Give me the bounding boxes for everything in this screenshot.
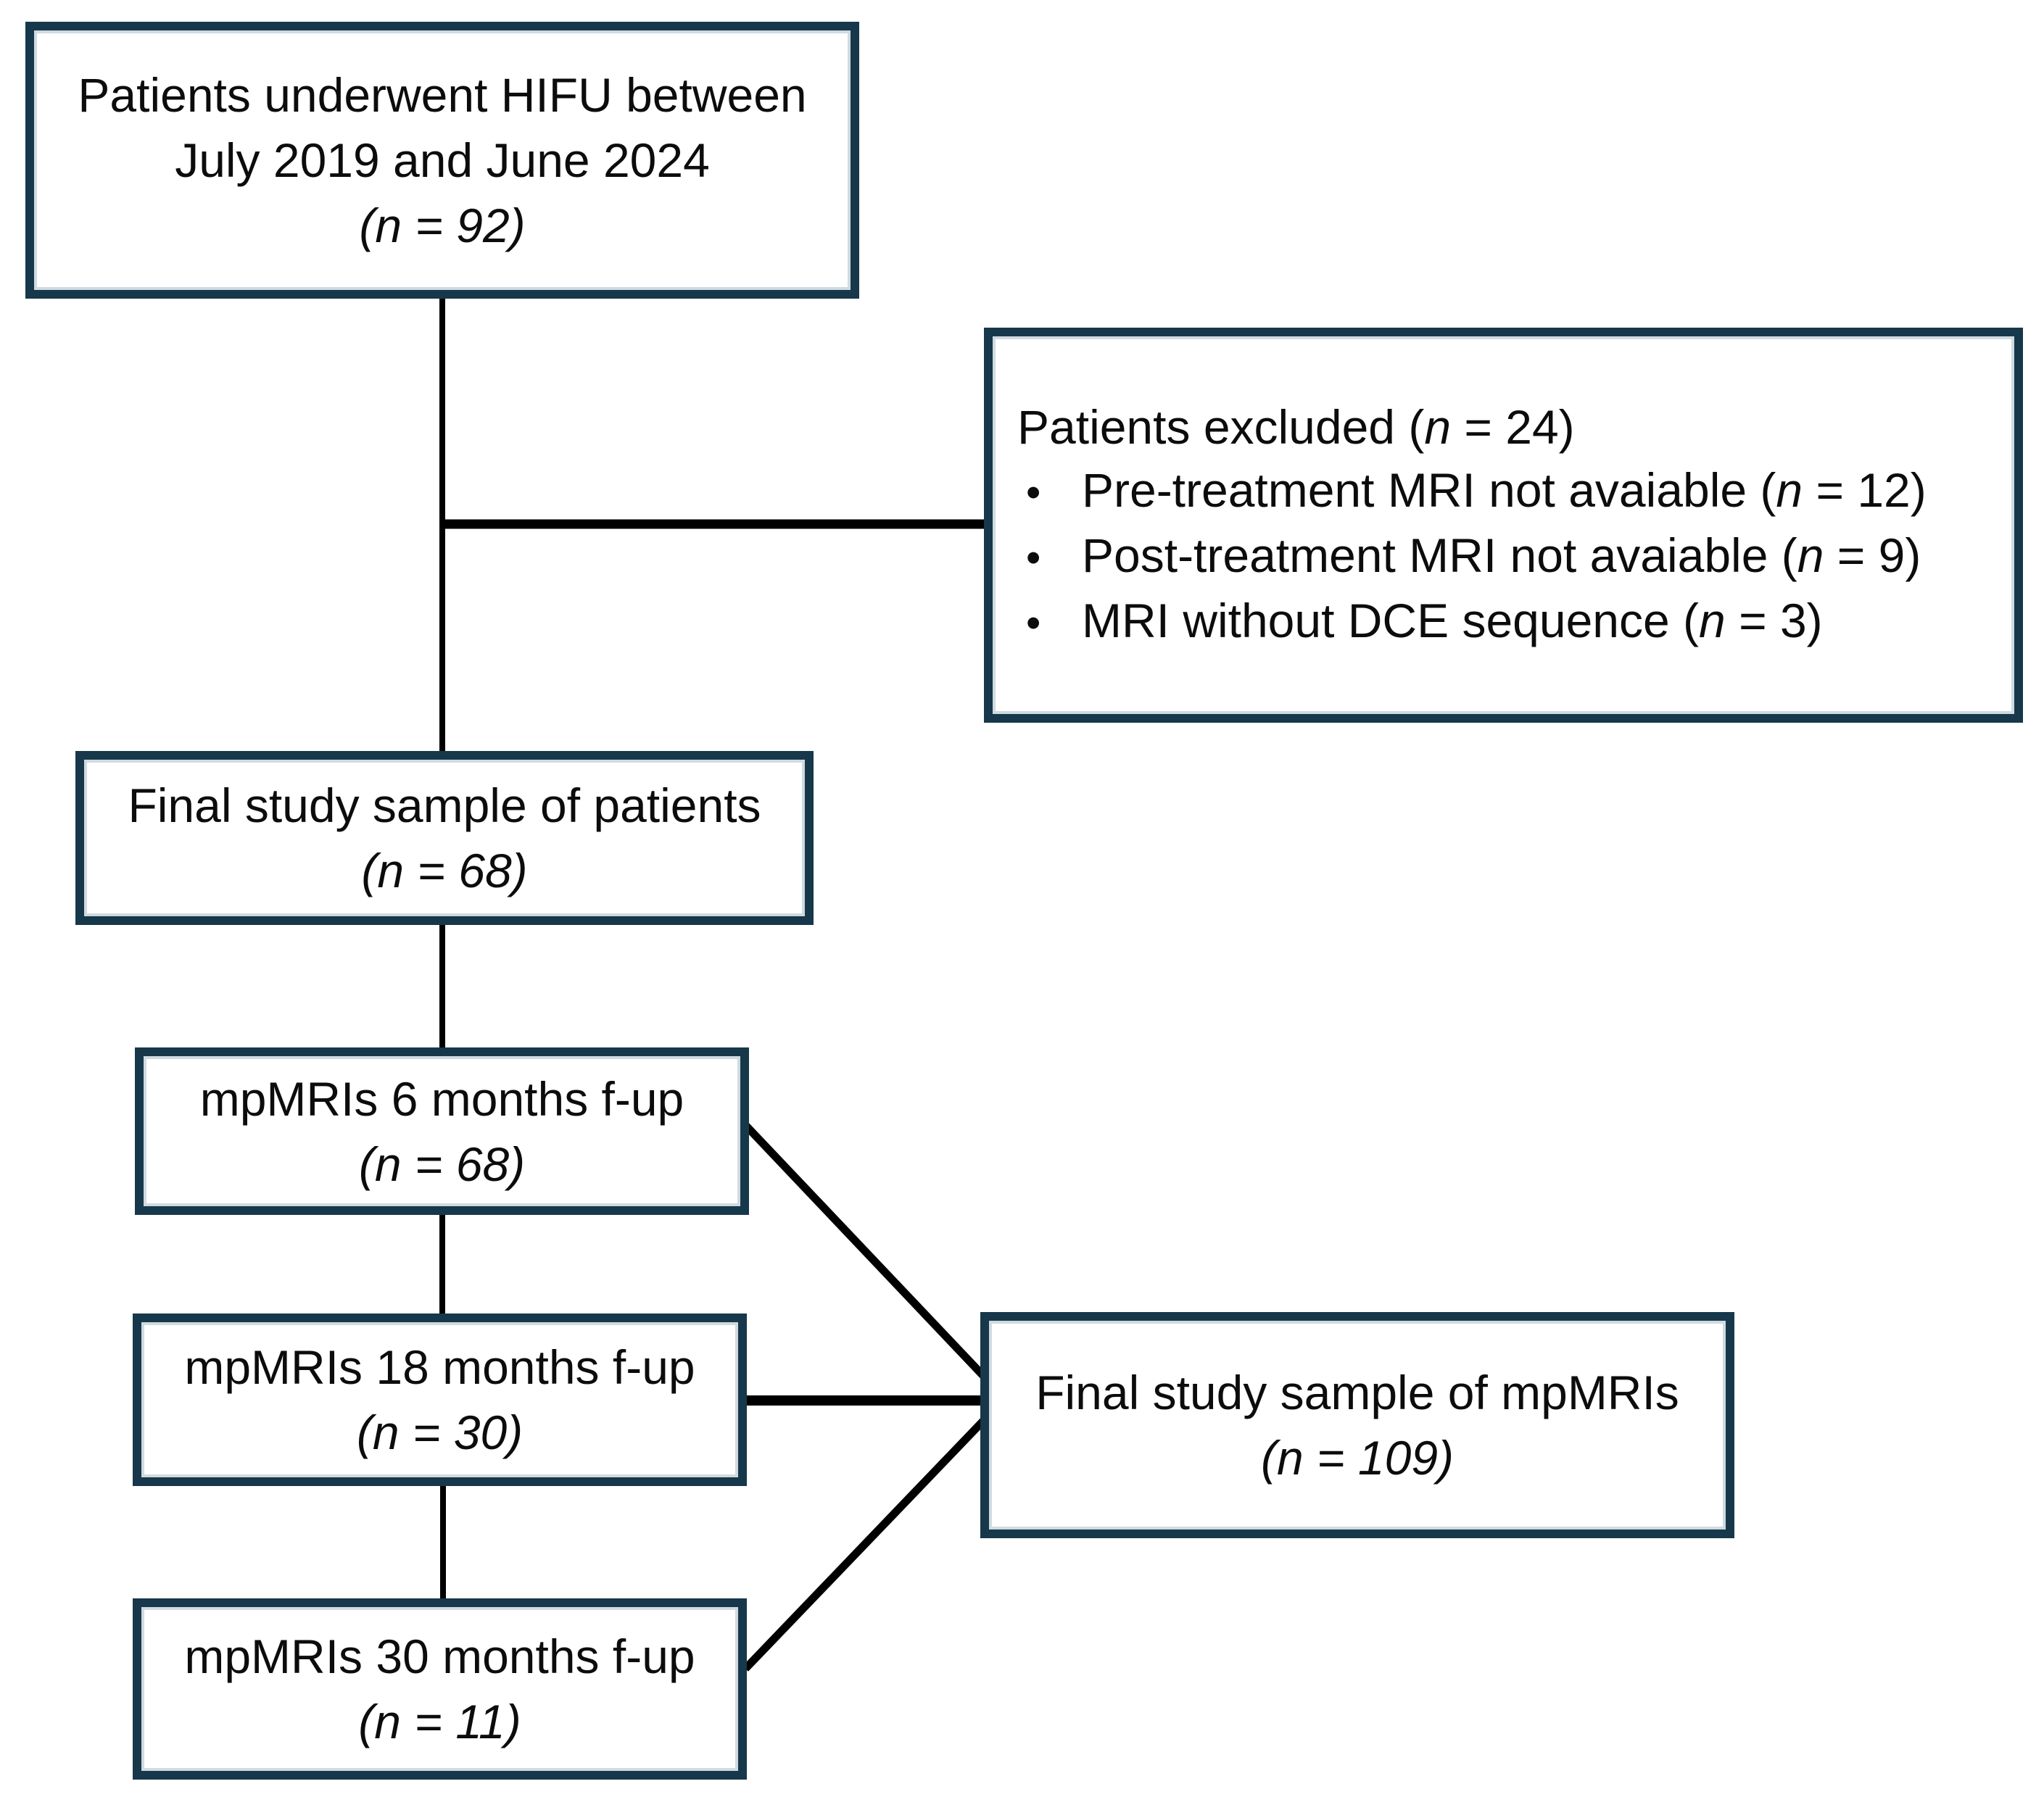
patients-line-1: Final study sample of patients [128, 779, 761, 832]
bullet-n-var: n [1797, 528, 1824, 582]
patients-count: (n = 68) [361, 844, 528, 897]
bullet-text: Post-treatment MRI not avaiable (n = 9) [1082, 524, 1921, 587]
box-final-study-sample-patients: Final study sample of patients (n = 68) [75, 751, 814, 925]
m18-line-1: mpMRIs 18 months f-up [184, 1340, 695, 1394]
box-mpmris-6-months: mpMRIs 6 months f-up (n = 68) [135, 1047, 749, 1215]
final-line-1: Final study sample of mpMRIs [1035, 1366, 1679, 1419]
bullet-text-pre: Pre-treatment MRI not avaiable ( [1082, 463, 1776, 517]
final-count: (n = 109) [1261, 1431, 1454, 1485]
bullet-icon: • [1026, 469, 1041, 516]
bullet-text-pre: MRI without DCE sequence ( [1082, 594, 1700, 647]
bullet-text-pre: Post-treatment MRI not avaiable ( [1082, 528, 1797, 582]
excluded-title: Patients excluded (n = 24) [1017, 396, 1575, 459]
excluded-title-n-var: n [1424, 400, 1452, 454]
box-mpmris-18-months: mpMRIs 18 months f-up (n = 30) [133, 1313, 747, 1486]
m6-count: (n = 68) [358, 1137, 526, 1191]
box-patients-underwent-hifu: Patients underwent HIFU between July 201… [25, 22, 859, 299]
excluded-bullet-posttreatment: • Post-treatment MRI not avaiable (n = 9… [1017, 524, 1921, 589]
connector-m6-to-final [742, 1122, 989, 1382]
hifu-line-1: Patients underwent HIFU between [78, 68, 807, 122]
bullet-text-post: = 3) [1725, 594, 1823, 647]
m30-line-1: mpMRIs 30 months f-up [184, 1630, 695, 1683]
bullet-text: Pre-treatment MRI not avaiable (n = 12) [1082, 459, 1927, 522]
box-mpmris-30-months: mpMRIs 30 months f-up (n = 11) [133, 1598, 747, 1780]
bullet-icon: • [1026, 534, 1041, 581]
m18-count: (n = 30) [356, 1406, 524, 1459]
m30-count: (n = 11) [358, 1695, 521, 1748]
bullet-icon: • [1026, 599, 1041, 647]
excluded-title-text: Patients excluded ( [1017, 400, 1425, 454]
bullet-n-var: n [1776, 463, 1803, 517]
box-patients-excluded: Patients excluded (n = 24) • Pre-treatme… [984, 328, 2023, 723]
bullet-text: MRI without DCE sequence (n = 3) [1082, 589, 1823, 652]
connector-m30-to-final [742, 1415, 989, 1672]
excluded-title-count: = 24) [1451, 400, 1575, 454]
m6-line-1: mpMRIs 6 months f-up [199, 1071, 684, 1126]
bullet-text-post: = 12) [1803, 463, 1927, 517]
box-final-study-sample-mpmris: Final study sample of mpMRIs (n = 109) [980, 1312, 1734, 1538]
excluded-bullet-no-dce: • MRI without DCE sequence (n = 3) [1017, 589, 1823, 655]
excluded-bullet-pretreatment: • Pre-treatment MRI not avaiable (n = 12… [1017, 459, 1927, 524]
bullet-n-var: n [1699, 594, 1726, 647]
hifu-line-2: July 2019 and June 2024 [175, 133, 710, 187]
bullet-text-post: = 9) [1824, 528, 1921, 582]
hifu-count: (n = 92) [359, 199, 526, 252]
